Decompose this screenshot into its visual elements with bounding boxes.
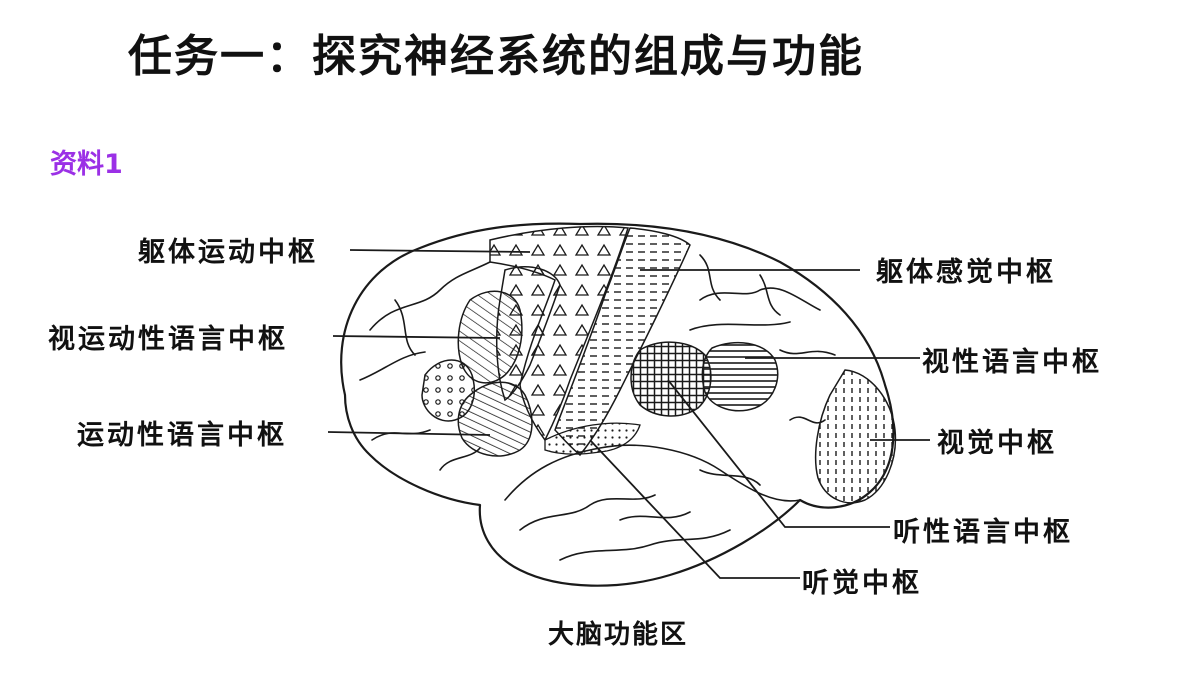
leader-motor-speech xyxy=(327,431,491,436)
region-frontal-circles xyxy=(421,359,476,422)
figure-caption: 大脑功能区 xyxy=(548,620,689,650)
label-auditory: 听觉中枢 xyxy=(802,568,922,599)
region-visual xyxy=(814,369,897,504)
region-visual-speech xyxy=(701,341,779,412)
region-motor-speech xyxy=(457,381,533,457)
label-visual: 视觉中枢 xyxy=(937,428,1057,459)
region-auditory xyxy=(544,422,641,455)
leader-auditory xyxy=(589,439,800,579)
label-somatic-motor: 躯体运动中枢 xyxy=(138,237,318,268)
leader-auditory-speech xyxy=(667,379,890,528)
label-somatic-sensory: 躯体感觉中枢 xyxy=(876,257,1056,288)
leader-lines xyxy=(327,249,930,579)
region-auditory-speech xyxy=(630,341,712,417)
region-somatic-sensory xyxy=(554,227,691,457)
leader-visual-motor-speech xyxy=(332,335,501,339)
label-motor-speech: 运动性语言中枢 xyxy=(77,420,287,451)
label-visual-speech: 视性语言中枢 xyxy=(922,347,1102,378)
label-visual-motor-speech: 视运动性语言中枢 xyxy=(48,324,288,355)
label-auditory-speech: 听性语言中枢 xyxy=(893,517,1073,548)
page-title: 任务一：探究神经系统的组成与功能 xyxy=(128,31,864,82)
section-label: 资料1 xyxy=(50,149,123,180)
leader-somatic-motor xyxy=(349,249,531,253)
